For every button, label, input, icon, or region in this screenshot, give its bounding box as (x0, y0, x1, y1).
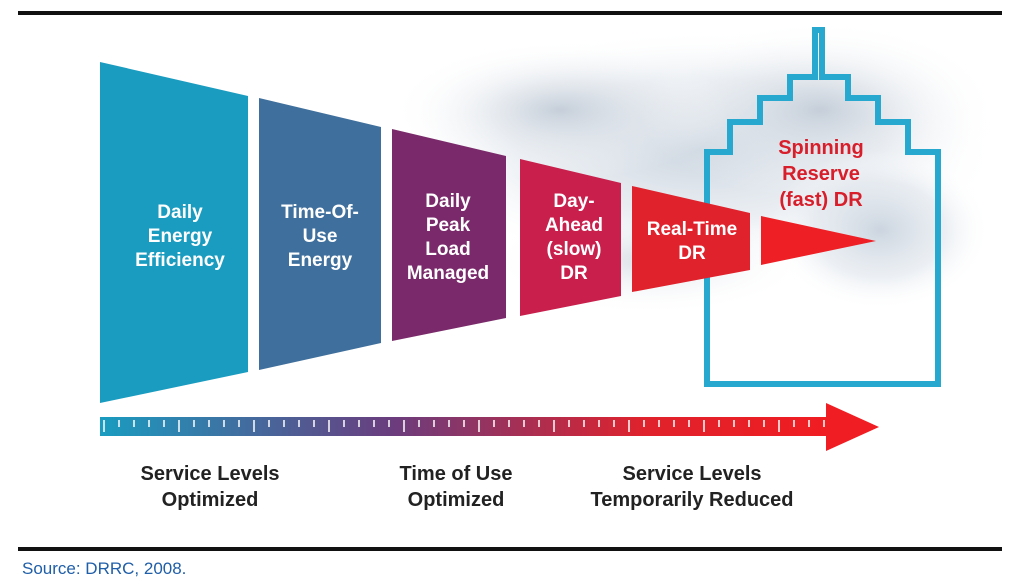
text-line: Daily (425, 191, 471, 212)
segment-label-day-ahead-dr: Day- Ahead (slow) DR (545, 191, 603, 284)
text-line: Daily (157, 202, 203, 223)
segment-day-ahead-dr (520, 159, 621, 316)
segment-real-time-dr (632, 186, 750, 292)
text-line: Reserve (782, 163, 860, 185)
text-line: Optimized (408, 489, 505, 511)
segment-spinning-tip (761, 216, 876, 265)
segment-time-of-use-energy (259, 98, 381, 370)
text-line: Day- (553, 191, 594, 212)
segment-daily-energy-efficiency (100, 62, 248, 403)
text-line: Energy (288, 250, 353, 271)
text-line: Load (425, 239, 470, 260)
timeline-ticks (103, 420, 825, 432)
text-line: Energy (148, 226, 213, 247)
text-line: Efficiency (135, 250, 225, 271)
timeline-arrow (100, 403, 879, 451)
text-line: Time of Use (400, 463, 513, 485)
text-line: (fast) DR (779, 189, 863, 211)
text-line: Managed (407, 263, 489, 284)
text-line: Use (303, 226, 338, 247)
bottom-rule (18, 547, 1002, 551)
top-rule (18, 11, 1002, 15)
text-line: DR (560, 263, 588, 284)
text-line: Peak (426, 215, 471, 236)
text-line: DR (678, 243, 706, 264)
source-caption: Source: DRRC, 2008. (22, 559, 187, 578)
text-line: Temporarily Reduced (590, 489, 793, 511)
text-line: (slow) (547, 239, 602, 260)
text-line: Real-Time (647, 219, 737, 240)
segment-daily-peak-load-managed (392, 129, 506, 341)
text-line: Optimized (162, 489, 259, 511)
text-line: Ahead (545, 215, 603, 236)
text-line: Service Levels (623, 463, 762, 485)
text-line: Spinning (778, 137, 864, 159)
timeline-arrow-head (826, 403, 879, 451)
text-line: Time-Of- (281, 202, 359, 223)
tower-outline (704, 27, 941, 387)
text-line: Service Levels (141, 463, 280, 485)
